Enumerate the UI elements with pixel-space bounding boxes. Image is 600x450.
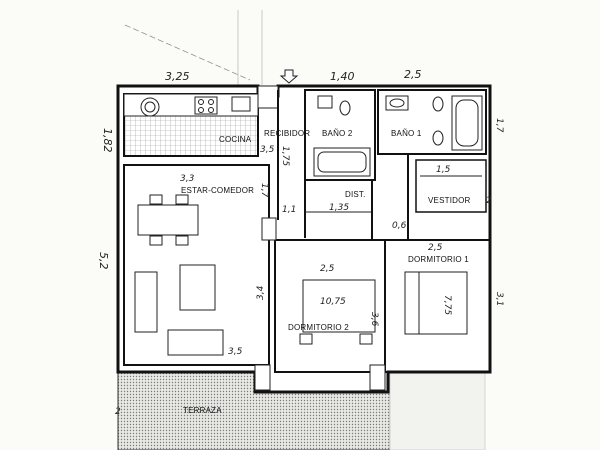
measure-top-right: 2,5 <box>404 68 422 81</box>
entrance-arrow-icon <box>279 69 299 84</box>
sofa-icon <box>167 329 224 356</box>
sink-icon <box>231 96 251 112</box>
sink-icon <box>385 95 409 111</box>
measure-dorm1-w: 2,5 <box>428 243 443 253</box>
label-bano-1: BAÑO 1 <box>391 129 422 138</box>
measure-recibidor-h: 1,75 <box>280 146 290 166</box>
living-room-walls <box>123 164 270 366</box>
chair-icon <box>149 194 163 205</box>
bedroom-1-walls <box>384 239 491 373</box>
door-frame <box>261 217 277 241</box>
label-vestidor: VESTIDOR <box>428 196 471 205</box>
washer-icon <box>140 97 160 117</box>
measure-vestidor-side: 2 <box>486 196 492 206</box>
bathroom-2-walls <box>304 89 376 181</box>
measure-right-bottom: 3,1 <box>494 292 504 306</box>
bathroom-1-walls <box>377 89 487 155</box>
measure-dorm1-area: 7,75 <box>442 295 452 315</box>
label-dormitorio-2: DORMITORIO 2 <box>288 323 349 332</box>
column <box>369 364 386 391</box>
measure-left-kitchen: 1,82 <box>101 128 114 153</box>
label-terraza: TERRAZA <box>183 406 222 415</box>
dining-table <box>137 204 199 236</box>
measure-living-bottom: 3,5 <box>228 347 243 357</box>
column <box>254 364 271 391</box>
measure-right-top: 1,7 <box>494 118 504 133</box>
label-recibidor: RECIBIDOR <box>264 129 310 138</box>
entrance-closet <box>257 85 279 109</box>
measure-vestidor-w: 1,5 <box>436 165 451 175</box>
terrace-extension <box>389 371 486 450</box>
label-cocina: COCINA <box>219 135 252 144</box>
sofa-icon <box>134 271 158 333</box>
measure-dorm2-h: 3,4 <box>256 285 266 300</box>
measure-dorm2-side: 3,6 <box>369 312 379 327</box>
bed-icon <box>404 271 468 335</box>
construction-line <box>124 24 251 81</box>
label-dist: DIST. <box>345 190 366 199</box>
chair-icon <box>175 235 189 246</box>
nightstand-icon <box>299 333 313 345</box>
cooktop-icon <box>194 96 218 115</box>
dressing-room-walls <box>415 159 487 213</box>
bed-icon <box>302 279 376 333</box>
bidet-icon <box>432 96 444 112</box>
label-bano-2: BAÑO 2 <box>322 129 353 138</box>
measure-living-w: 3,3 <box>180 174 195 184</box>
measure-top-mid: 1,40 <box>330 70 355 83</box>
measure-left-living: 5,2 <box>97 252 110 270</box>
toilet-icon <box>339 100 351 116</box>
bathtub-icon <box>313 147 371 177</box>
toilet-icon <box>432 130 444 146</box>
measure-dorm2-area: 10,75 <box>320 297 346 307</box>
measure-dist-w: 1,35 <box>329 203 349 213</box>
label-estar-comedor: ESTAR-COMEDOR <box>181 186 254 195</box>
label-dormitorio-1: DORMITORIO 1 <box>408 255 469 264</box>
measure-top-left: 3,25 <box>165 70 190 83</box>
measure-dorm2-w: 2,5 <box>320 264 335 274</box>
measure-dist-v: 1,1 <box>282 205 296 215</box>
measure-recibidor-w: 3,5 <box>260 145 275 155</box>
measure-terraza-side: 2 <box>115 407 121 417</box>
sink-icon <box>317 95 333 109</box>
chair-icon <box>175 194 189 205</box>
chair-icon <box>149 235 163 246</box>
measure-hall-v: 1,7 <box>259 183 269 198</box>
measure-dorm1-side: 0,6 <box>392 221 407 231</box>
coffee-table <box>179 264 216 311</box>
nightstand-icon <box>359 333 373 345</box>
